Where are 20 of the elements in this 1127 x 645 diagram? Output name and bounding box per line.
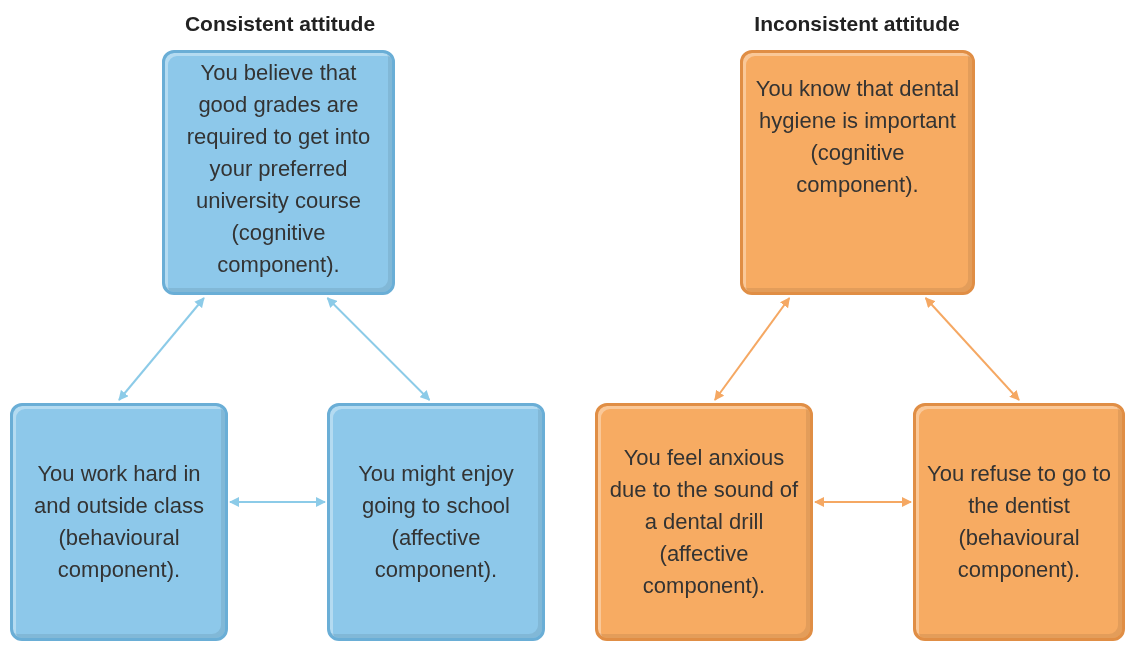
text-box — [327, 403, 545, 641]
box-text: You might enjoy going to school (affective component). — [357, 460, 515, 584]
box-text: You work hard in and outside class (behavioural component). — [33, 460, 205, 584]
double-headed-arrow — [118, 297, 205, 401]
double-headed-arrow — [326, 297, 431, 401]
box-text: You feel anxious due to the sound of a dental drill (affective component). — [608, 444, 800, 600]
double-headed-arrow — [713, 297, 791, 401]
double-headed-arrow — [229, 497, 326, 507]
box-text: You know that dental hygiene is important (cognitive component). — [754, 75, 961, 199]
box-text: You refuse to go to the dentist (behavioural component). — [926, 460, 1112, 584]
text-box — [10, 403, 228, 641]
text-box — [162, 50, 395, 295]
group-heading: Consistent attitude — [184, 12, 376, 36]
text-box — [740, 50, 975, 295]
double-headed-arrow — [924, 297, 1020, 401]
text-box — [913, 403, 1125, 641]
box-text: You believe that good grades are required to get into your preferred university course (cognitive component). — [185, 59, 372, 279]
text-box — [595, 403, 813, 641]
group-heading: Inconsistent attitude — [754, 12, 960, 36]
double-headed-arrow — [814, 497, 912, 507]
